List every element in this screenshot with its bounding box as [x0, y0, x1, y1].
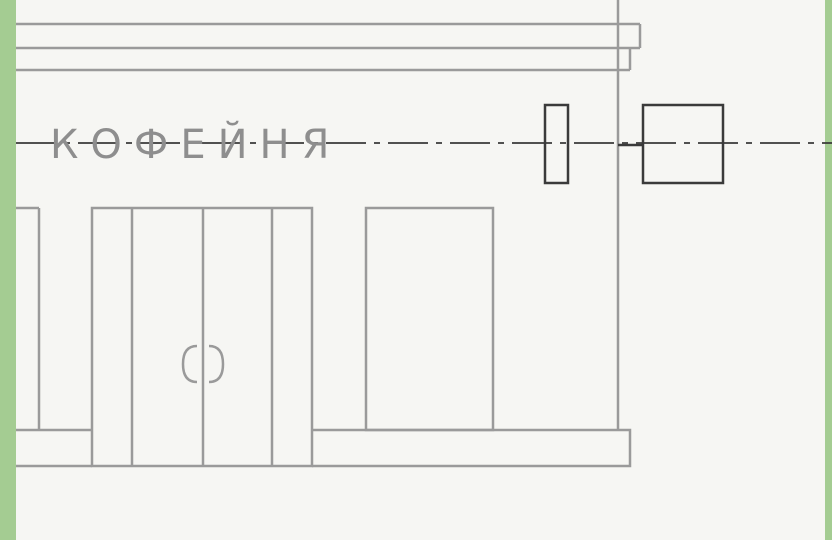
door-handle-left-icon	[181, 344, 198, 384]
left-window	[16, 206, 41, 430]
blade-sign-box	[641, 103, 725, 185]
door-handles	[181, 344, 225, 384]
blade-sign-small	[543, 103, 570, 185]
entrance-door	[90, 206, 314, 468]
plinth	[16, 428, 632, 468]
drawing-canvas	[16, 0, 825, 540]
cornice	[16, 22, 642, 72]
plinth-right	[312, 428, 632, 468]
sign-title: КОФЕЙНЯ	[50, 120, 341, 168]
door-handle-right-icon	[208, 344, 225, 384]
shop-window	[364, 206, 495, 432]
